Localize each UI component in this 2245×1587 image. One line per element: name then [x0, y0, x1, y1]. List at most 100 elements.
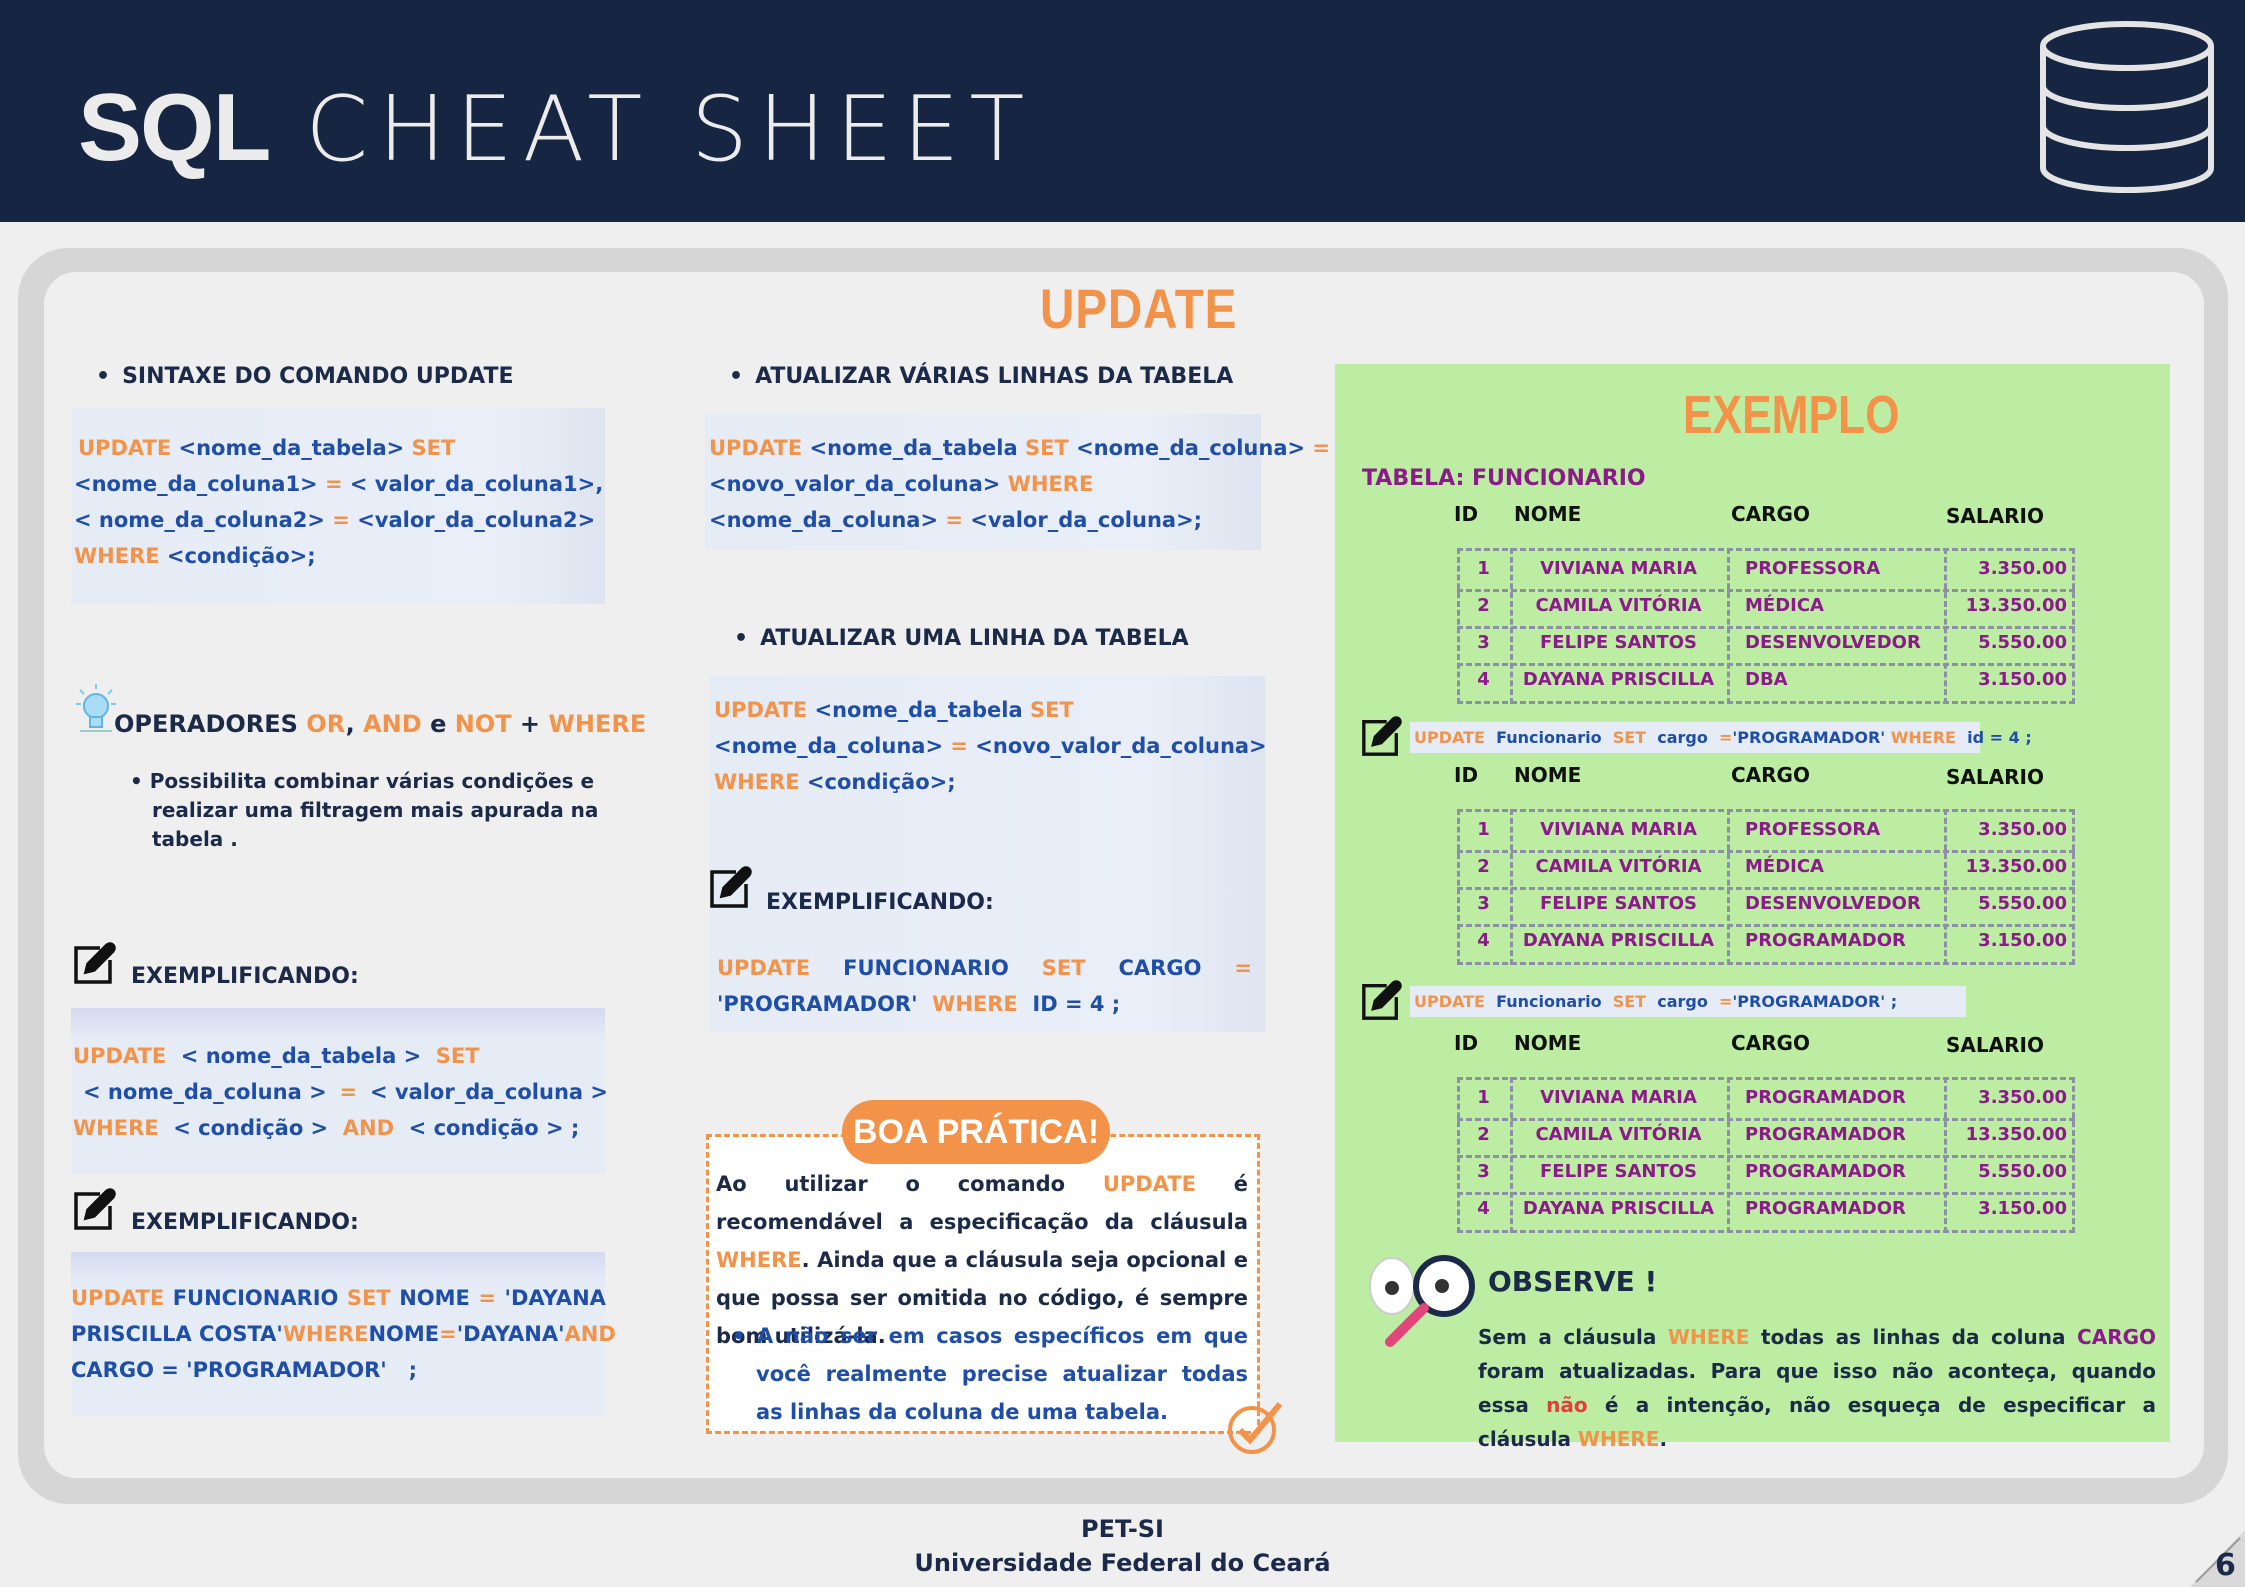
text: todas as linhas da coluna: [1761, 1325, 2066, 1349]
table-header-salario: SALARIO: [1946, 504, 2044, 528]
kw-where: WHERE: [1007, 472, 1094, 496]
table-header-cargo: CARGO: [1731, 763, 1810, 787]
highlight-nao: não: [1546, 1393, 1588, 1417]
table-cell: 3: [1477, 1161, 1490, 1182]
many-rows-code: UPDATE <nome_da_tabela SET <nome_da_colu…: [709, 430, 1330, 538]
table-divider: [1457, 626, 2075, 629]
kw-update: UPDATE: [714, 698, 808, 722]
table-header-id: ID: [1454, 502, 1479, 526]
table-cell: CAMILA VITÓRIA: [1535, 1124, 1702, 1145]
table-cell: 1: [1477, 1087, 1490, 1108]
code-token: id = 4 ;: [1967, 728, 2032, 747]
kw-eq: =: [478, 1286, 497, 1310]
kw-set: SET: [1041, 956, 1086, 980]
table-cell: 4: [1477, 1198, 1490, 1219]
code-token: 'DAYANA': [456, 1322, 565, 1346]
best-practice-badge: BOA PRÁTICA!: [842, 1100, 1110, 1164]
kw-set: SET: [1612, 992, 1647, 1011]
kw-update: UPDATE: [1414, 728, 1485, 747]
table-cell: PROGRAMADOR: [1745, 1124, 1906, 1145]
kw-where: WHERE: [932, 992, 1018, 1016]
kw-where: WHERE: [73, 1116, 159, 1140]
observe-title: OBSERVE !: [1488, 1265, 1658, 1298]
table-cell: PROFESSORA: [1745, 819, 1881, 840]
edit-icon: [72, 1188, 116, 1236]
kw-not: NOT: [454, 710, 512, 738]
code-token: Funcionario: [1496, 728, 1602, 747]
edit-icon: [1360, 716, 1402, 762]
code-token: ID = 4 ;: [1032, 992, 1121, 1016]
edit-icon: [72, 942, 116, 990]
many-rows-heading: ATUALIZAR VÁRIAS LINHAS DA TABELA: [729, 364, 1233, 389]
kw-update: UPDATE: [717, 956, 811, 980]
table-header-salario: SALARIO: [1946, 1033, 2044, 1057]
code-token: <valor_da_coluna2>: [357, 508, 596, 532]
table-cell: VIVIANA MARIA: [1540, 558, 1697, 579]
kw-update: UPDATE: [73, 1044, 167, 1068]
text: Sem a cláusula: [1478, 1325, 1657, 1349]
code-token: FUNCIONARIO: [843, 956, 1009, 980]
table-cell: CAMILA VITÓRIA: [1535, 595, 1702, 616]
table-header-id: ID: [1454, 763, 1479, 787]
kw-update: UPDATE: [709, 436, 803, 460]
table-cell: MÉDICA: [1745, 595, 1824, 616]
table-cell: PROGRAMADOR: [1745, 1198, 1906, 1219]
section-title: UPDATE: [1040, 277, 1238, 340]
code-token: ;: [408, 1358, 418, 1382]
table-divider: [1457, 1118, 2075, 1121]
table-header-id: ID: [1454, 1031, 1479, 1055]
kw-eq: =: [1234, 956, 1252, 980]
table-divider: [1457, 1155, 2075, 1158]
table-cell: VIVIANA MARIA: [1540, 1087, 1697, 1108]
table-cell: FELIPE SANTOS: [1539, 632, 1698, 653]
kw-where: WHERE: [1667, 1325, 1750, 1349]
table-cell: DESENVOLVEDOR: [1745, 893, 1921, 914]
code-token: <condição>;: [166, 544, 316, 568]
table-cell: 13.350.00: [1965, 856, 2067, 877]
kw-set: SET: [435, 1044, 480, 1068]
example-label: EXEMPLIFICANDO:: [131, 1210, 359, 1235]
best-practice-box: [706, 1134, 1260, 1434]
kw-and: AND: [363, 710, 422, 738]
kw-eq: =: [945, 508, 963, 532]
kw-update: UPDATE: [78, 436, 172, 460]
table-cell: DBA: [1745, 669, 1788, 690]
table-cell: 3.150.00: [1978, 1198, 2067, 1219]
table-cell: PROGRAMADOR: [1745, 1161, 1906, 1182]
code-token: <nome_da_tabela>: [178, 436, 405, 460]
edit-icon: [708, 866, 752, 914]
code-token: <nome_da_coluna1>: [74, 472, 318, 496]
kw-or: OR: [306, 710, 346, 738]
kw-set: SET: [1024, 436, 1069, 460]
page-number: 6: [2215, 1548, 2236, 1583]
best-practice-bullet: • A não ser em casos específicos em que …: [732, 1317, 1248, 1431]
one-code-box: [709, 676, 1265, 1032]
kw-eq: =: [332, 508, 350, 532]
table-cell: 3.350.00: [1978, 819, 2067, 840]
table-header-nome: NOME: [1514, 763, 1582, 787]
syntax-heading: SINTAXE DO COMANDO UPDATE: [96, 364, 513, 389]
table-divider: [1457, 663, 2075, 666]
table-cell: 3.350.00: [1978, 558, 2067, 579]
bullet-dot: •: [130, 769, 150, 793]
code-token: Funcionario: [1496, 992, 1602, 1011]
table-cell: 3: [1477, 893, 1490, 914]
sql-statement-1: UPDATE Funcionario SET cargo ='PROGRAMAD…: [1410, 722, 2032, 753]
table-header-cargo: CARGO: [1731, 1031, 1810, 1055]
table-cell: 1: [1477, 558, 1490, 579]
kw-eq: =: [1718, 992, 1733, 1011]
example-code-1: UPDATE < nome_da_tabela > SET < nome_da_…: [73, 1038, 608, 1146]
code-token: <nome_da_tabela: [814, 698, 1023, 722]
code-token: < valor_da_coluna >: [369, 1080, 608, 1104]
kw-where: WHERE: [1890, 728, 1956, 747]
code-token: <novo_valor_da_coluna>: [975, 734, 1267, 758]
text: OPERADORES: [114, 710, 298, 738]
table-header-nome: NOME: [1514, 502, 1582, 526]
code-token: cargo: [1657, 992, 1708, 1011]
magnifier-eyes-icon: [1362, 1250, 1478, 1354]
code-token: < valor_da_coluna1>,: [349, 472, 604, 496]
kw-where: WHERE: [74, 544, 160, 568]
table-cell: 2: [1477, 595, 1490, 616]
table-cell: 5.550.00: [1978, 1161, 2067, 1182]
